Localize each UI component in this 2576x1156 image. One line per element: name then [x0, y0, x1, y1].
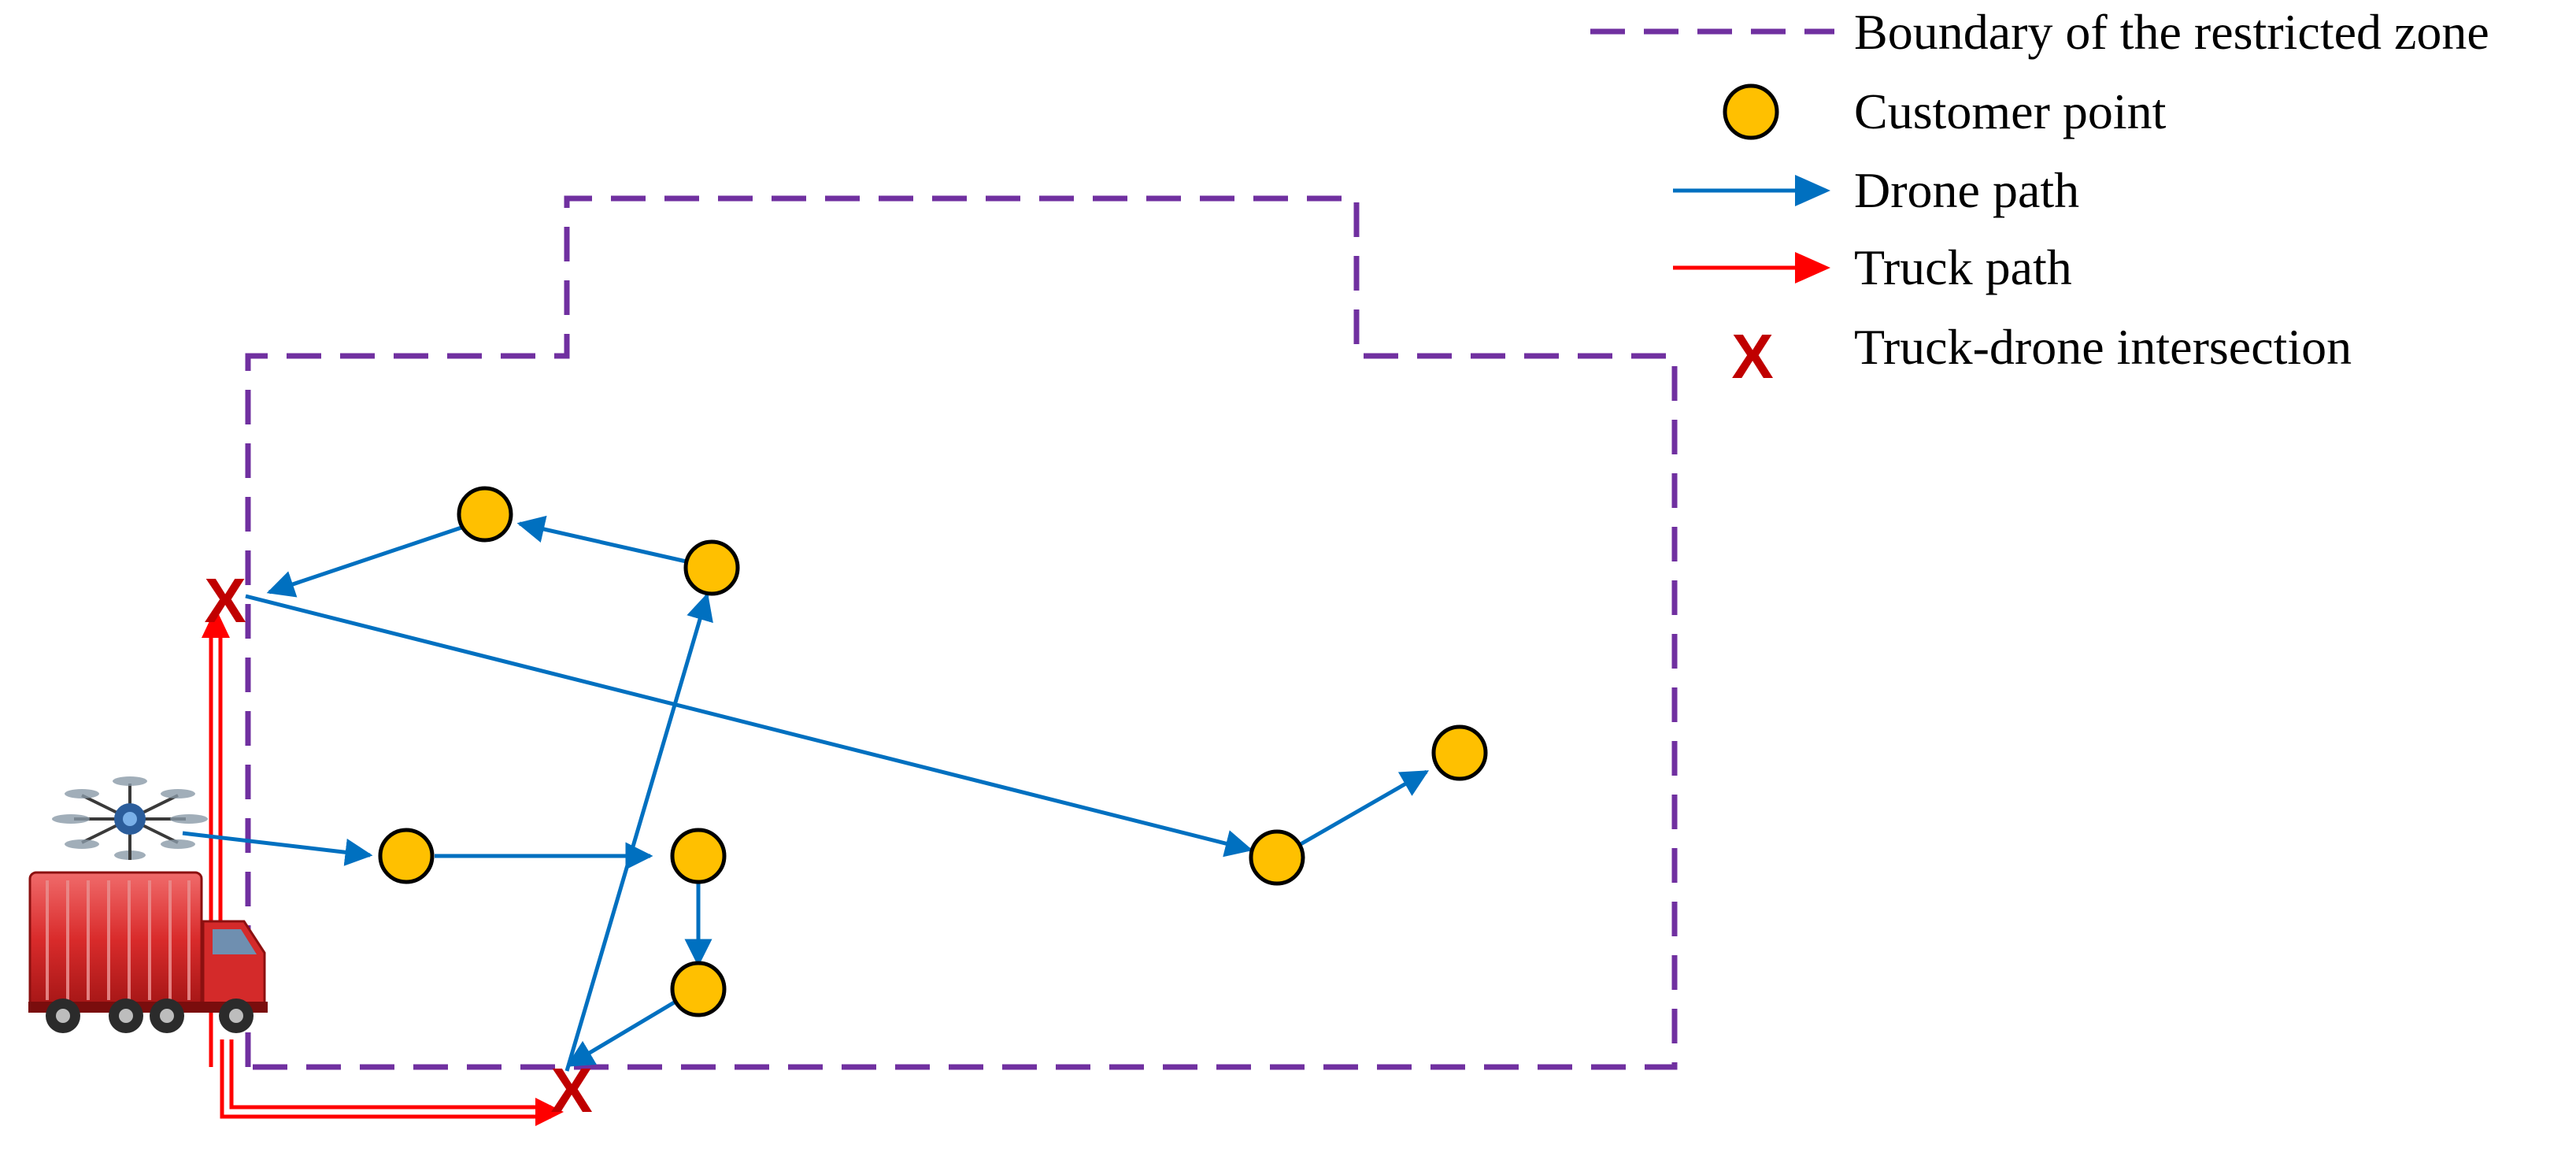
drone-path-segment [516, 515, 690, 565]
drone-path-segment [182, 831, 373, 866]
truck-path-arrow-1 [535, 1098, 564, 1126]
truck-path-leg-1-outer [229, 1039, 551, 1110]
legend-drone-arrow [1795, 175, 1830, 206]
drone-path-segment [266, 525, 462, 598]
truck-icon [28, 871, 268, 1033]
restricted-zone-boundary [245, 195, 1678, 1070]
customer-point [378, 828, 435, 884]
legend-boundary-label: Boundary of the restricted zone [1854, 4, 2489, 60]
customer-point [683, 539, 740, 596]
intersection-mark: X [204, 565, 246, 635]
legend-intersection-swatch: X [1731, 321, 1773, 391]
legend-customer-swatch [1723, 83, 1779, 140]
truck-path-arrow-2 [202, 608, 230, 638]
legend-truck-label: Truck path [1854, 239, 2072, 295]
legend-truck-arrow [1795, 252, 1830, 283]
truck-path-leg-1 [220, 1039, 551, 1119]
drone-path-segment [565, 999, 677, 1068]
drone-path-segment [564, 592, 713, 1072]
legend-intersection-label: Truck-drone intersection [1854, 319, 2352, 375]
drone-path-segment [245, 594, 1253, 858]
customer-point [457, 486, 513, 543]
legend-customer-label: Customer point [1854, 83, 2167, 139]
drone-path-segment [1299, 769, 1430, 847]
legend-drone-label: Drone path [1854, 162, 2079, 218]
intersection-mark: X [550, 1055, 592, 1125]
customer-point [1431, 724, 1488, 781]
customer-point [670, 961, 727, 1017]
customer-point [670, 828, 727, 884]
drone-paths [182, 515, 1430, 1072]
drone-icon [52, 776, 208, 860]
customer-points [378, 486, 1488, 1017]
legend: Boundary of the restricted zone Customer… [1590, 4, 2489, 391]
customer-point [1249, 829, 1305, 886]
